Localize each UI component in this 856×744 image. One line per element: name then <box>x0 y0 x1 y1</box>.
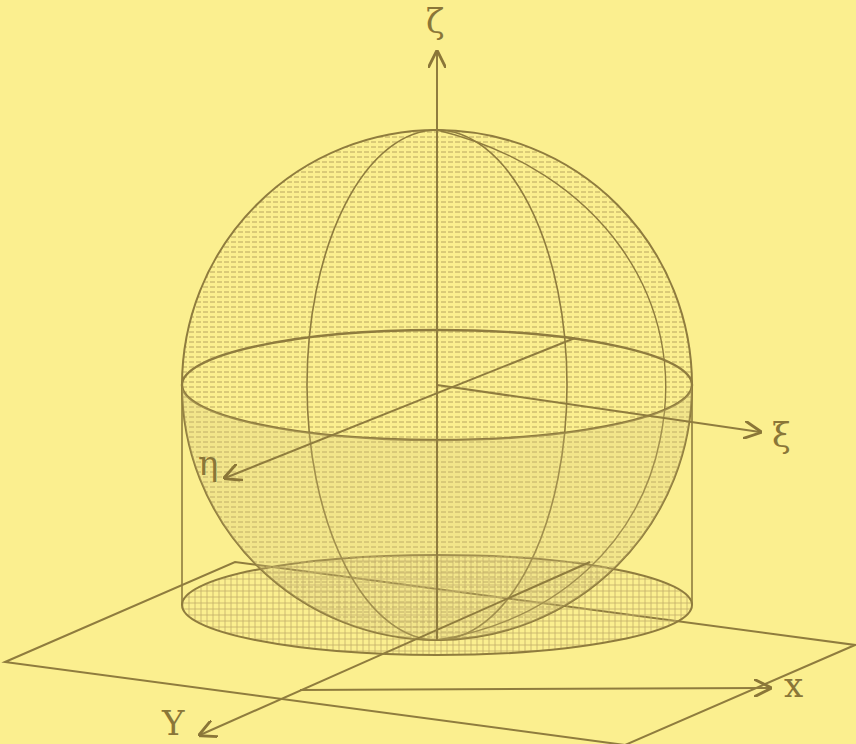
axis-label: Y <box>160 706 186 740</box>
eta-axis <box>225 338 575 478</box>
axis-label: ξ <box>770 418 793 452</box>
x-axis <box>300 688 770 690</box>
cylinder-line <box>691 385 693 605</box>
axis-label: ζ <box>424 4 446 38</box>
axis-label: x <box>782 668 805 702</box>
cylinder-line <box>181 385 183 605</box>
y-axis <box>200 562 590 735</box>
axis-label: η <box>196 446 220 480</box>
zeta-axis <box>436 52 438 640</box>
xi-axis <box>437 385 760 432</box>
